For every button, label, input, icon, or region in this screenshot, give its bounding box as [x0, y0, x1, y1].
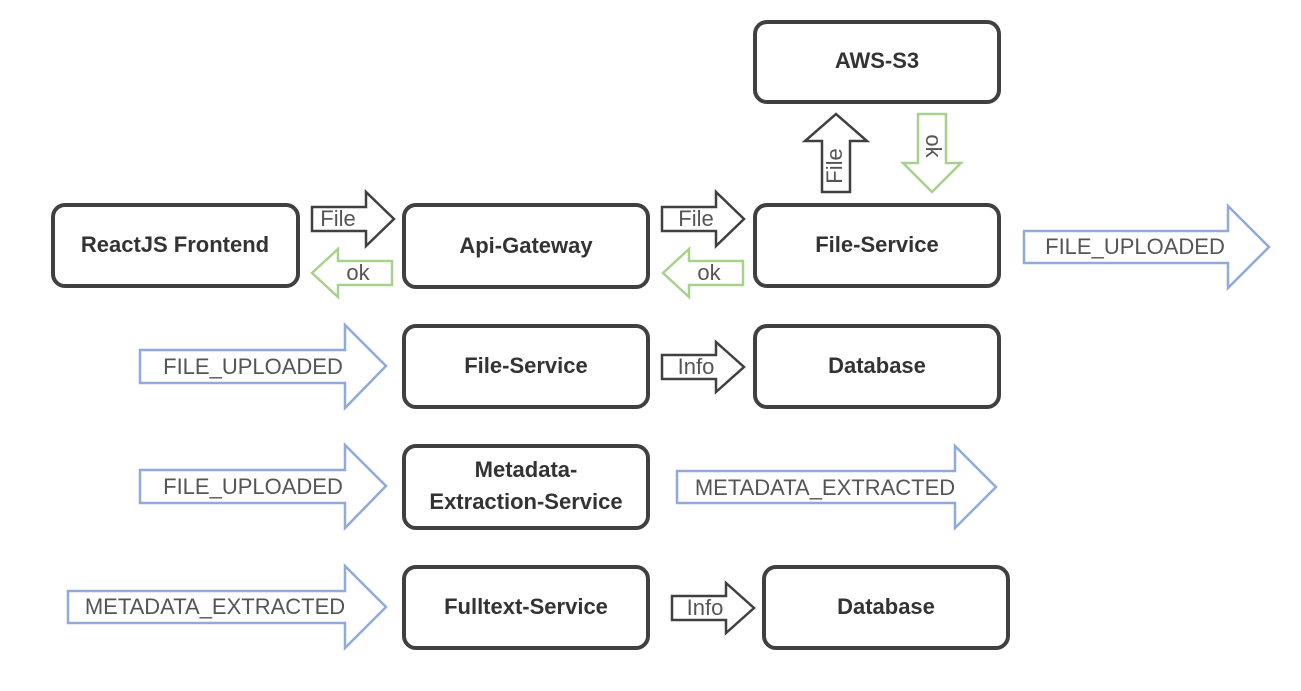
event-arrow-label: FILE_UPLOADED [163, 474, 343, 499]
database-node-row4: Database [762, 565, 1010, 650]
info-arrow-row2: Info [660, 339, 746, 395]
ok-arrow-label: ok [346, 260, 370, 285]
info-arrow-label: Info [687, 595, 724, 620]
react-frontend-label: ReactJS Frontend [81, 232, 269, 257]
ok-arrow-label: ok [697, 260, 721, 285]
metadata-extracted-event-arrow-in: METADATA_EXTRACTED [66, 562, 388, 652]
ok-arrow-fileservice-to-gateway: ok [661, 246, 745, 300]
file-up-arrow-label: File [822, 148, 847, 183]
file-service-node-top: File-Service [753, 203, 1001, 288]
file-uploaded-event-arrow-in-row3: FILE_UPLOADED [138, 441, 388, 532]
ok-down-arrow-label: ok [921, 134, 946, 158]
file-service-top-label: File-Service [815, 232, 939, 257]
react-frontend-node: ReactJS Frontend [51, 203, 300, 288]
file-arrow-frontend-to-gateway: File [310, 189, 396, 249]
file-arrow-gateway-to-fileservice: File [660, 189, 746, 249]
aws-s3-node: AWS-S3 [753, 20, 1001, 104]
file-arrow-label: File [678, 206, 713, 231]
metadata-label-line2: Extraction-Service [429, 489, 622, 514]
event-arrow-label: FILE_UPLOADED [1045, 234, 1225, 259]
database-row2-label: Database [828, 353, 926, 378]
file-arrow-fileservice-to-s3: File [801, 112, 871, 194]
file-uploaded-event-arrow-in-row2: FILE_UPLOADED [138, 321, 388, 412]
file-service-node-row2: File-Service [402, 324, 650, 409]
metadata-extraction-service-node: Metadata- Extraction-Service [402, 444, 650, 530]
event-arrow-label: METADATA_EXTRACTED [85, 594, 345, 619]
fulltext-service-label: Fulltext-Service [444, 594, 608, 619]
ok-arrow-gateway-to-frontend: ok [310, 246, 394, 300]
metadata-extracted-event-arrow-out: METADATA_EXTRACTED [675, 442, 998, 532]
file-uploaded-event-arrow-out: FILE_UPLOADED [1022, 202, 1271, 292]
fulltext-service-node: Fulltext-Service [402, 565, 650, 650]
api-gateway-node: Api-Gateway [402, 203, 650, 289]
info-arrow-label: Info [678, 354, 715, 379]
ok-arrow-s3-to-fileservice: ok [899, 112, 965, 194]
event-arrow-label: METADATA_EXTRACTED [695, 475, 955, 500]
database-node-row2: Database [753, 324, 1001, 409]
event-arrow-label: FILE_UPLOADED [163, 354, 343, 379]
api-gateway-label: Api-Gateway [459, 233, 593, 258]
info-arrow-row4: Info [670, 580, 756, 636]
metadata-label-line1: Metadata- [475, 457, 578, 482]
file-arrow-label: File [320, 206, 355, 231]
file-service-row2-label: File-Service [464, 353, 588, 378]
database-row4-label: Database [837, 594, 935, 619]
aws-s3-label: AWS-S3 [835, 48, 919, 73]
